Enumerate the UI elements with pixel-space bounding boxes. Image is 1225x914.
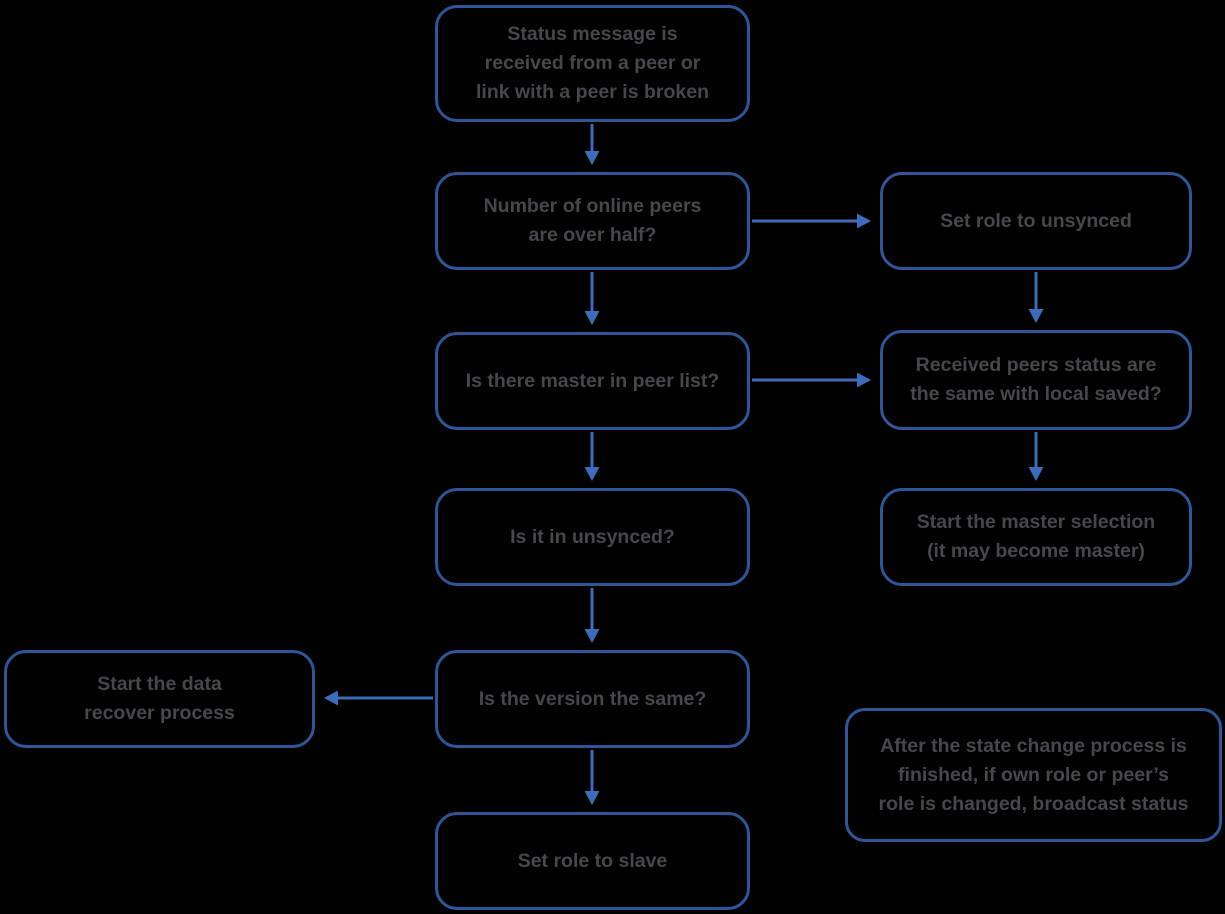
node-set-role-slave: Set role to slave	[435, 812, 750, 910]
node-master-in-peer-list: Is there master in peer list?	[435, 332, 750, 430]
node-received-peers-status: Received peers status are the same with …	[880, 330, 1192, 430]
node-is-it-unsynced: Is it in unsynced?	[435, 488, 750, 586]
node-set-role-unsynced: Set role to unsynced	[880, 172, 1192, 270]
node-online-peers: Number of online peers are over half?	[435, 172, 750, 270]
node-master-selection: Start the master selection (it may becom…	[880, 488, 1192, 586]
node-broadcast-note: After the state change process is finish…	[845, 708, 1222, 842]
node-status-message: Status message is received from a peer o…	[435, 5, 750, 122]
node-data-recover: Start the data recover process	[4, 650, 315, 748]
node-version-same: Is the version the same?	[435, 650, 750, 748]
